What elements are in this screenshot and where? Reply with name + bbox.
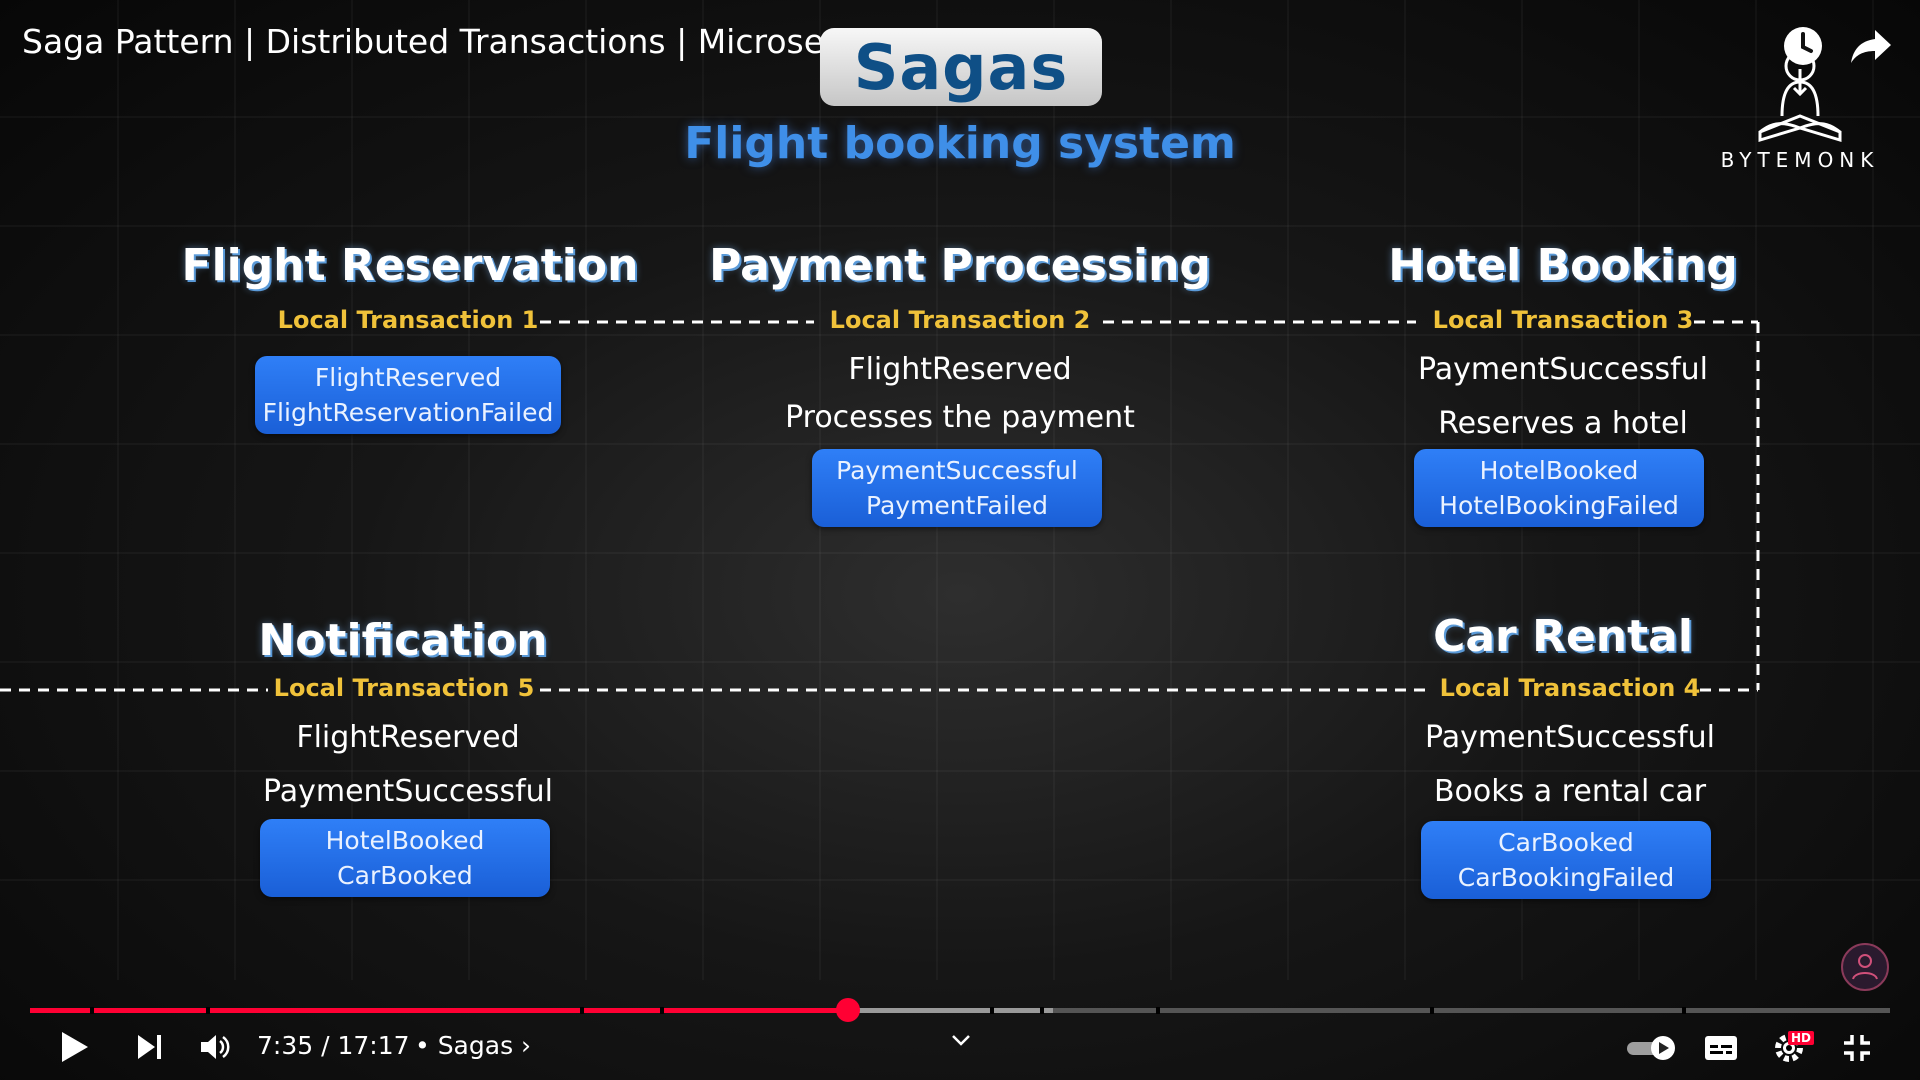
bytemonk-logo [1758, 50, 1842, 143]
channel-watermark-icon[interactable] [1840, 942, 1890, 992]
hd-badge: HD [1788, 1031, 1815, 1045]
input-event-text: PaymentSuccessful [1424, 720, 1715, 755]
next-icon[interactable] [135, 1032, 165, 1062]
event-box-payment: PaymentSuccessful PaymentFailed [812, 449, 1102, 527]
video-title[interactable]: Saga Pattern | Distributed Transactions … [22, 22, 922, 61]
local-transaction-4: Local Transaction 4 [1439, 674, 1701, 702]
progress-played [30, 1008, 849, 1013]
play-icon[interactable] [58, 1030, 90, 1064]
event-label: HotelBookingFailed [1439, 491, 1679, 520]
event-label: CarBookingFailed [1457, 863, 1675, 892]
service-title-car: Car Rental [1433, 611, 1693, 662]
event-box-car: CarBooked CarBookingFailed [1421, 821, 1711, 899]
progress-bar[interactable] [30, 1005, 1890, 1015]
slide-badge: Sagas [820, 28, 1102, 106]
slide-badge-label: Sagas [853, 30, 1069, 104]
input-event-text: FlightReserved [848, 352, 1072, 387]
chevron-down-icon[interactable] [950, 1033, 972, 1047]
input-event-text: PaymentSuccessful [262, 774, 553, 809]
input-event-text: FlightReserved [296, 720, 520, 755]
volume-icon[interactable] [198, 1030, 232, 1064]
action-text: Reserves a hotel [1438, 406, 1688, 441]
event-label: HotelBooked [325, 826, 485, 855]
channel-logo-text: BYTEMONK [1720, 148, 1880, 172]
event-box-notification: HotelBooked CarBooked [260, 819, 550, 897]
event-label: FlightReservationFailed [262, 398, 554, 427]
input-event-text: PaymentSuccessful [1417, 352, 1708, 387]
service-title-notification: Notification [258, 615, 548, 666]
action-text: Books a rental car [1433, 774, 1707, 809]
service-title-payment: Payment Processing [709, 240, 1211, 291]
exit-fullscreen-icon[interactable] [1842, 1033, 1872, 1063]
service-title-flight: Flight Reservation [181, 240, 639, 291]
event-label: PaymentSuccessful [836, 456, 1078, 485]
event-label: FlightReserved [314, 363, 502, 392]
local-transaction-3: Local Transaction 3 [1432, 306, 1694, 334]
chapter-title[interactable]: • Sagas › [415, 1031, 532, 1060]
local-transaction-2: Local Transaction 2 [829, 306, 1091, 334]
event-label: PaymentFailed [866, 491, 1048, 520]
event-label: HotelBooked [1479, 456, 1639, 485]
service-title-hotel: Hotel Booking [1388, 240, 1738, 291]
event-label: CarBooked [1498, 828, 1634, 857]
event-box-flight: FlightReserved FlightReservationFailed [255, 356, 561, 434]
event-label: CarBooked [337, 861, 473, 890]
event-box-hotel: HotelBooked HotelBookingFailed [1414, 449, 1704, 527]
share-icon[interactable] [1845, 20, 1897, 72]
settings-icon[interactable] [1772, 1031, 1806, 1065]
progress-scrubber[interactable] [836, 998, 861, 1022]
slide-subtitle: Flight booking system [684, 118, 1236, 169]
time-display: 7:35 / 17:17 [257, 1031, 410, 1060]
local-transaction-1: Local Transaction 1 [277, 306, 539, 334]
captions-icon[interactable] [1704, 1035, 1738, 1061]
autoplay-toggle[interactable] [1625, 1034, 1679, 1062]
watch-later-icon[interactable] [1777, 20, 1829, 72]
local-transaction-5: Local Transaction 5 [273, 674, 535, 702]
action-text: Processes the payment [785, 400, 1135, 435]
